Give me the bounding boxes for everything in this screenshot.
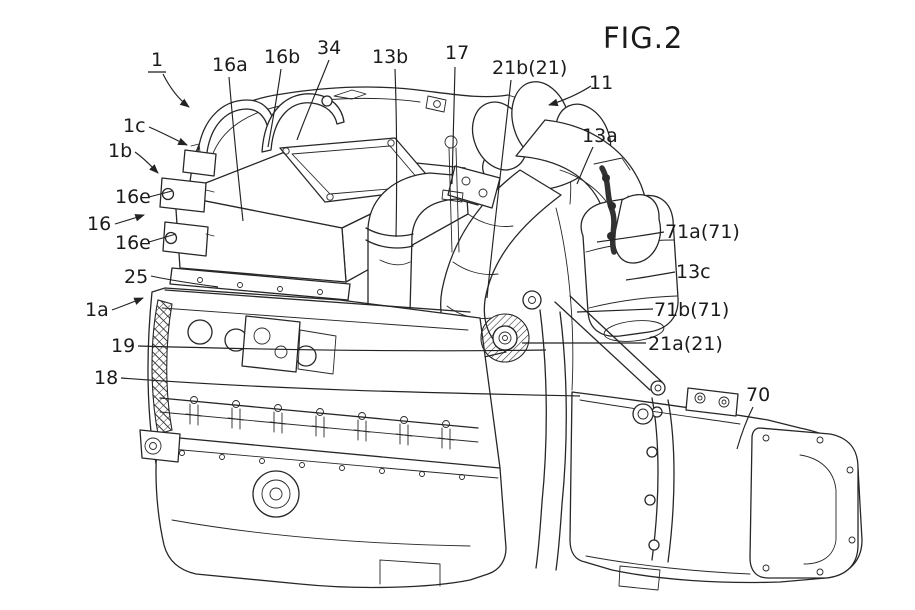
ref-label-11: 11 bbox=[589, 72, 613, 94]
leader-71a bbox=[596, 231, 665, 243]
leader-18 bbox=[120, 377, 581, 397]
ref-label-34: 34 bbox=[317, 37, 341, 59]
ref-label-16b: 16b bbox=[264, 46, 300, 68]
leader-13a bbox=[576, 146, 594, 185]
ref-label-25: 25 bbox=[124, 266, 148, 288]
leader-lines bbox=[111, 59, 754, 450]
ref-label-13c: 13c bbox=[676, 261, 711, 283]
ref-label-71a-71: 71a(71) bbox=[665, 221, 740, 243]
ref-label-1: 1 bbox=[151, 49, 163, 71]
ref-label-17: 17 bbox=[445, 42, 469, 64]
ref-label-16: 16 bbox=[87, 213, 111, 235]
ref-label-13a: 13a bbox=[582, 125, 618, 147]
leader-17 bbox=[451, 66, 456, 185]
dipstick-rod-drawing bbox=[441, 135, 464, 253]
leader-13c bbox=[625, 271, 676, 281]
oil-pan-drawing bbox=[139, 429, 507, 589]
ref-label-13b: 13b bbox=[372, 46, 408, 68]
leader-11 bbox=[548, 85, 592, 107]
leader-21b bbox=[486, 79, 512, 299]
ref-label-21a-21: 21a(21) bbox=[648, 333, 723, 355]
leader-13b bbox=[394, 68, 398, 238]
leader-16e-upper bbox=[148, 190, 173, 198]
ref-label-19: 19 bbox=[111, 335, 135, 357]
timing-belt-hatch bbox=[151, 299, 173, 435]
leader-70 bbox=[736, 406, 754, 450]
leader-25 bbox=[150, 275, 219, 288]
transmission-drawing bbox=[569, 387, 863, 591]
bell-housing-drawing bbox=[480, 290, 666, 571]
leader-71b bbox=[576, 308, 654, 313]
ref-label-16e-lower: 16e bbox=[115, 232, 151, 254]
leader-19 bbox=[137, 345, 547, 352]
mount-bracket-drawing bbox=[159, 143, 217, 257]
ref-label-1b: 1b bbox=[108, 140, 132, 162]
leader-34 bbox=[296, 59, 330, 141]
ref-label-18: 18 bbox=[94, 367, 118, 389]
leader-1a bbox=[111, 297, 144, 311]
leader-16e-lower bbox=[148, 233, 177, 243]
ref-label-16a: 16a bbox=[212, 54, 248, 76]
leader-1c bbox=[148, 126, 188, 146]
leader-16 bbox=[114, 214, 145, 225]
ref-label-1a: 1a bbox=[85, 299, 109, 321]
crank-damper-boss bbox=[252, 470, 300, 518]
leader-1 bbox=[162, 73, 190, 108]
leader-16b bbox=[267, 68, 282, 148]
ref-label-70: 70 bbox=[746, 384, 770, 406]
ref-label-21b-21: 21b(21) bbox=[492, 57, 567, 79]
ref-label-71b-71: 71b(71) bbox=[654, 299, 729, 321]
engine-block-drawing bbox=[147, 287, 501, 471]
ref-label-1c: 1c bbox=[123, 115, 146, 137]
leader-1b bbox=[134, 151, 159, 174]
figure-title: FIG.2 bbox=[603, 21, 683, 55]
leader-16a bbox=[228, 76, 244, 222]
sensor-harness-drawing bbox=[593, 157, 661, 264]
downpipe-elbow-drawing bbox=[365, 165, 501, 313]
ref-label-16e-upper: 16e bbox=[115, 186, 151, 208]
intake-arch-drawing bbox=[196, 89, 447, 163]
